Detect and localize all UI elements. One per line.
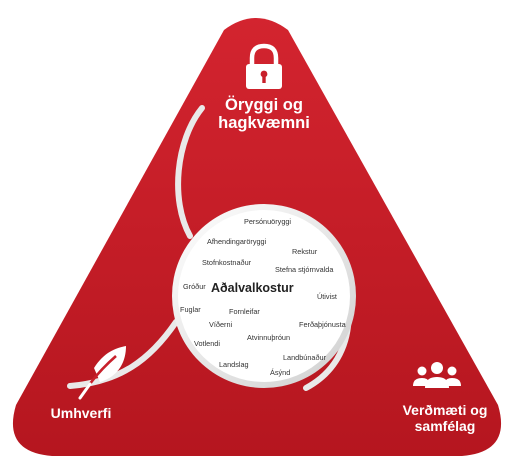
criteria-word: Ferðaþjónusta (299, 320, 346, 329)
criteria-word: Rekstur (292, 247, 318, 256)
criteria-word: Afhendingaröryggi (207, 237, 267, 246)
center-title: Aðalvalkostur (211, 281, 294, 295)
criteria-word: Votlendi (194, 339, 220, 348)
criteria-word: Stofnkostnaður (202, 258, 252, 267)
segment-label-left: Umhverfi (50, 405, 112, 421)
leaf-icon (78, 346, 126, 400)
criteria-word: Gróður (183, 282, 206, 291)
segment-label-top: Öryggi og hagkvæmni (218, 96, 310, 133)
criteria-word: Fuglar (180, 305, 201, 314)
criteria-word: Stefna stjórnvalda (275, 265, 334, 274)
separator-top-left (175, 105, 205, 239)
criteria-word: Fornleifar (229, 307, 260, 316)
people-group-icon (413, 362, 461, 388)
criteria-word: Útivist (317, 292, 337, 301)
criteria-word: Landbúnaður (283, 353, 327, 362)
criteria-word: Atvinnuþróun (247, 333, 291, 342)
segment-label-right: Verðmæti og samfélag (402, 402, 488, 434)
criteria-word: Persónuöryggi (244, 217, 292, 226)
criteria-word: Víðerni (209, 320, 233, 329)
separator-left-bottom (67, 319, 179, 389)
padlock-icon (246, 43, 282, 89)
criteria-word: Landslag (219, 360, 249, 369)
center-circle (178, 210, 350, 382)
criteria-word: Ásýnd (270, 368, 291, 377)
